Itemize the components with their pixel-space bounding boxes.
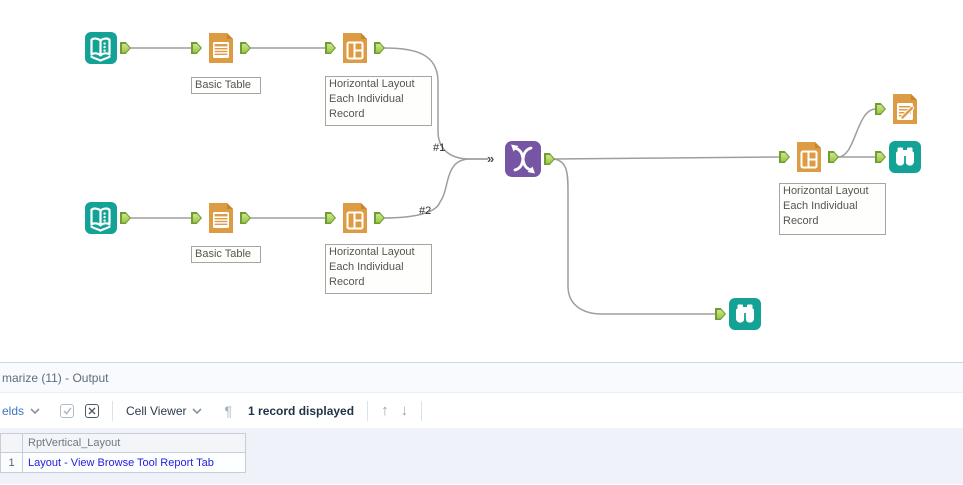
browse-icon	[728, 297, 762, 331]
cell-viewer-dropdown[interactable]: Cell Viewer	[126, 403, 203, 418]
input-anchor[interactable]	[715, 308, 726, 320]
deselect-fields-icon[interactable]	[85, 403, 100, 418]
check-icon	[62, 406, 72, 415]
output-anchor[interactable]	[828, 151, 839, 163]
select-fields-checkbox-icon[interactable]	[60, 403, 75, 418]
x-icon	[88, 407, 96, 414]
results-title: marize (11) - Output	[2, 370, 109, 385]
connection-wires	[129, 47, 877, 315]
toolbar-separator	[112, 400, 114, 421]
horizontal-layout-icon	[792, 140, 826, 174]
tool-text-input-1[interactable]	[84, 31, 118, 65]
column-header[interactable]: RptVertical_Layout	[22, 433, 246, 453]
row-number-cell: 1	[0, 452, 23, 473]
tool-annotation[interactable]: Basic Table	[191, 246, 261, 263]
connection-wire[interactable]	[383, 158, 488, 219]
tool-annotation[interactable]: Horizontal Layout Each Individual Record	[325, 76, 432, 126]
horizontal-layout-icon	[338, 31, 372, 65]
toolbar-separator	[367, 400, 369, 421]
input-anchor[interactable]	[875, 103, 886, 115]
tool-text-input-2[interactable]	[84, 201, 118, 235]
horizontal-layout-icon	[338, 201, 372, 235]
input-anchor[interactable]	[325, 212, 336, 224]
browse-icon	[888, 140, 922, 174]
results-panel-header: marize (11) - Output	[0, 363, 963, 392]
output-anchor[interactable]	[544, 153, 555, 165]
connection-number-label: #2	[419, 205, 432, 217]
results-toolbar: elds Cell Viewer	[0, 392, 963, 428]
multi-input-anchor[interactable]: »	[487, 151, 495, 166]
record-count-label: 1 record displayed	[248, 403, 355, 418]
results-panel: marize (11) - Output elds C	[0, 362, 963, 484]
tool-horizontal-layout-3[interactable]	[792, 140, 826, 174]
output-anchor[interactable]	[374, 212, 385, 224]
tool-union[interactable]: »	[487, 140, 542, 178]
tool-render[interactable]	[888, 92, 922, 126]
connection-wire[interactable]	[553, 156, 781, 160]
basic-table-icon	[204, 31, 238, 65]
alteryx-app: Basic Table Horizontal Layout Each Indiv…	[0, 0, 963, 362]
next-record-arrow-icon[interactable]: ↓	[400, 402, 409, 419]
report-link-cell[interactable]: Layout - View Browse Tool Report Tab	[22, 452, 246, 473]
tool-basic-table-2[interactable]	[204, 201, 238, 235]
input-anchor[interactable]	[191, 42, 202, 54]
basic-table-icon	[204, 201, 238, 235]
previous-record-arrow-icon[interactable]: ↑	[381, 402, 389, 419]
connection-wire[interactable]	[383, 47, 488, 160]
input-anchor[interactable]	[325, 42, 336, 54]
input-anchor[interactable]	[875, 151, 886, 163]
tool-browse-top[interactable]	[888, 140, 922, 174]
render-icon	[888, 92, 922, 126]
tool-horizontal-layout-1[interactable]	[338, 31, 372, 65]
workflow-canvas[interactable]: Basic Table Horizontal Layout Each Indiv…	[0, 0, 963, 362]
tool-annotation[interactable]: Basic Table	[191, 77, 261, 94]
tool-basic-table-1[interactable]	[204, 31, 238, 65]
output-anchor[interactable]	[374, 42, 385, 54]
tool-annotation[interactable]: Horizontal Layout Each Individual Record	[325, 244, 432, 294]
text-input-icon	[84, 201, 118, 235]
input-anchor[interactable]	[779, 151, 790, 163]
fields-dropdown[interactable]: elds	[2, 404, 40, 418]
output-anchor[interactable]	[120, 212, 131, 224]
chevron-down-icon	[192, 407, 203, 414]
tool-annotation[interactable]: Horizontal Layout Each Individual Record	[779, 183, 886, 235]
output-anchor[interactable]	[120, 42, 131, 54]
tool-horizontal-layout-2[interactable]	[338, 201, 372, 235]
text-input-icon	[84, 31, 118, 65]
output-anchor[interactable]	[240, 42, 251, 54]
toolbar-separator	[421, 400, 423, 421]
tool-browse-bottom[interactable]	[728, 297, 762, 331]
union-icon	[504, 140, 542, 178]
fields-dropdown-label: elds	[2, 403, 25, 418]
connection-number-label: #1	[433, 142, 446, 154]
row-number-header	[0, 433, 23, 453]
chevron-down-icon	[30, 407, 40, 414]
cell-viewer-label: Cell Viewer	[126, 403, 187, 418]
pilcrow-toggle-icon[interactable]: ¶	[224, 402, 233, 419]
output-anchor[interactable]	[240, 212, 251, 224]
connection-wire[interactable]	[837, 108, 877, 158]
connection-wire[interactable]	[553, 158, 716, 315]
input-anchor[interactable]	[191, 212, 202, 224]
